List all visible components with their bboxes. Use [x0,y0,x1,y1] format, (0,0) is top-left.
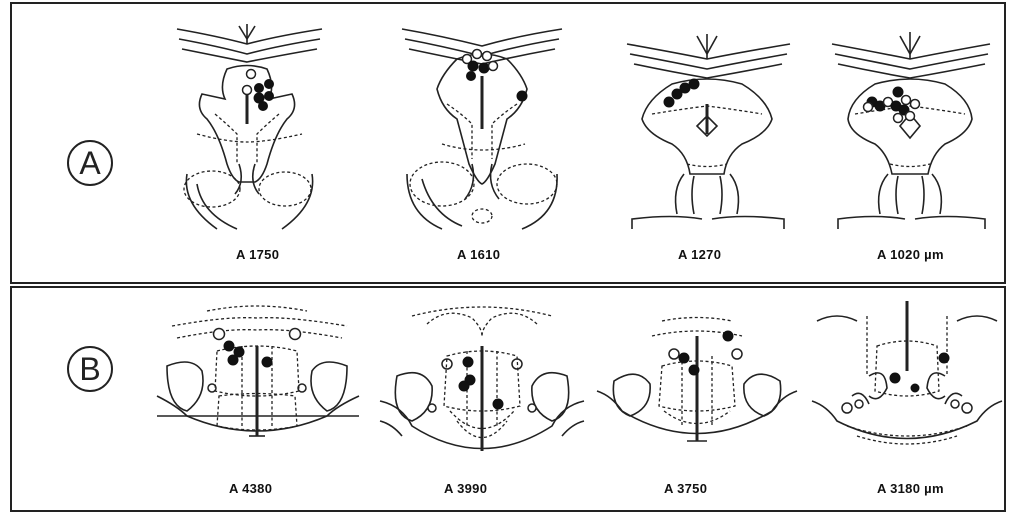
filled-marker [890,373,900,383]
panel-b-label: B [67,346,113,392]
section-b3-caption: A 3750 [664,481,707,496]
section-a2-drawing [387,14,577,239]
filled-marker [265,92,274,101]
filled-marker [689,79,699,89]
open-marker [902,96,911,105]
filled-marker [664,97,674,107]
filled-marker [459,381,469,391]
filled-marker [468,61,478,71]
panel-a-label: A [67,140,113,186]
filled-marker [689,365,699,375]
open-marker [428,404,436,412]
section-b4-caption: A 3180 µm [877,481,944,496]
section-b3-drawing [592,296,802,456]
open-marker [243,86,252,95]
open-marker [473,50,482,59]
filled-marker [893,87,903,97]
open-marker [842,403,852,413]
filled-marker [680,83,690,93]
filled-marker [265,80,274,89]
open-marker [489,62,498,71]
open-marker [290,329,301,340]
section-a1-caption: A 1750 [236,247,279,262]
filled-marker [939,353,949,363]
open-marker [732,349,742,359]
filled-marker [255,84,264,93]
open-marker [894,114,903,123]
filled-marker [723,331,733,341]
section-a3-caption: A 1270 [678,247,721,262]
filled-marker [517,91,527,101]
open-marker [247,70,256,79]
open-marker [214,329,225,340]
open-marker [855,400,863,408]
filled-marker [463,357,473,367]
section-b1-caption: A 4380 [229,481,272,496]
open-marker [911,100,920,109]
open-marker [483,52,492,61]
open-marker [906,112,915,121]
section-b1-drawing [147,296,367,456]
section-b2-drawing [372,296,592,456]
open-marker [864,103,873,112]
section-a3-drawing [612,14,802,239]
section-a2-caption: A 1610 [457,247,500,262]
panel-b: B A 4380 [10,286,1006,512]
section-a4-caption: A 1020 µm [877,247,944,262]
panel-a: A A 1750 [10,2,1006,284]
section-a1-drawing [167,14,337,239]
section-b2-caption: A 3990 [444,481,487,496]
filled-marker [228,355,238,365]
filled-marker [911,384,919,392]
filled-marker [259,102,268,111]
filled-marker [262,357,272,367]
section-a4-drawing [820,14,1000,239]
filled-marker [467,72,476,81]
open-marker [951,400,959,408]
filled-marker [493,399,503,409]
filled-marker [679,353,689,363]
filled-marker [224,341,234,351]
open-marker [669,349,679,359]
section-b4-drawing [807,296,1007,461]
open-marker [528,404,536,412]
filled-marker [479,63,489,73]
open-marker [962,403,972,413]
